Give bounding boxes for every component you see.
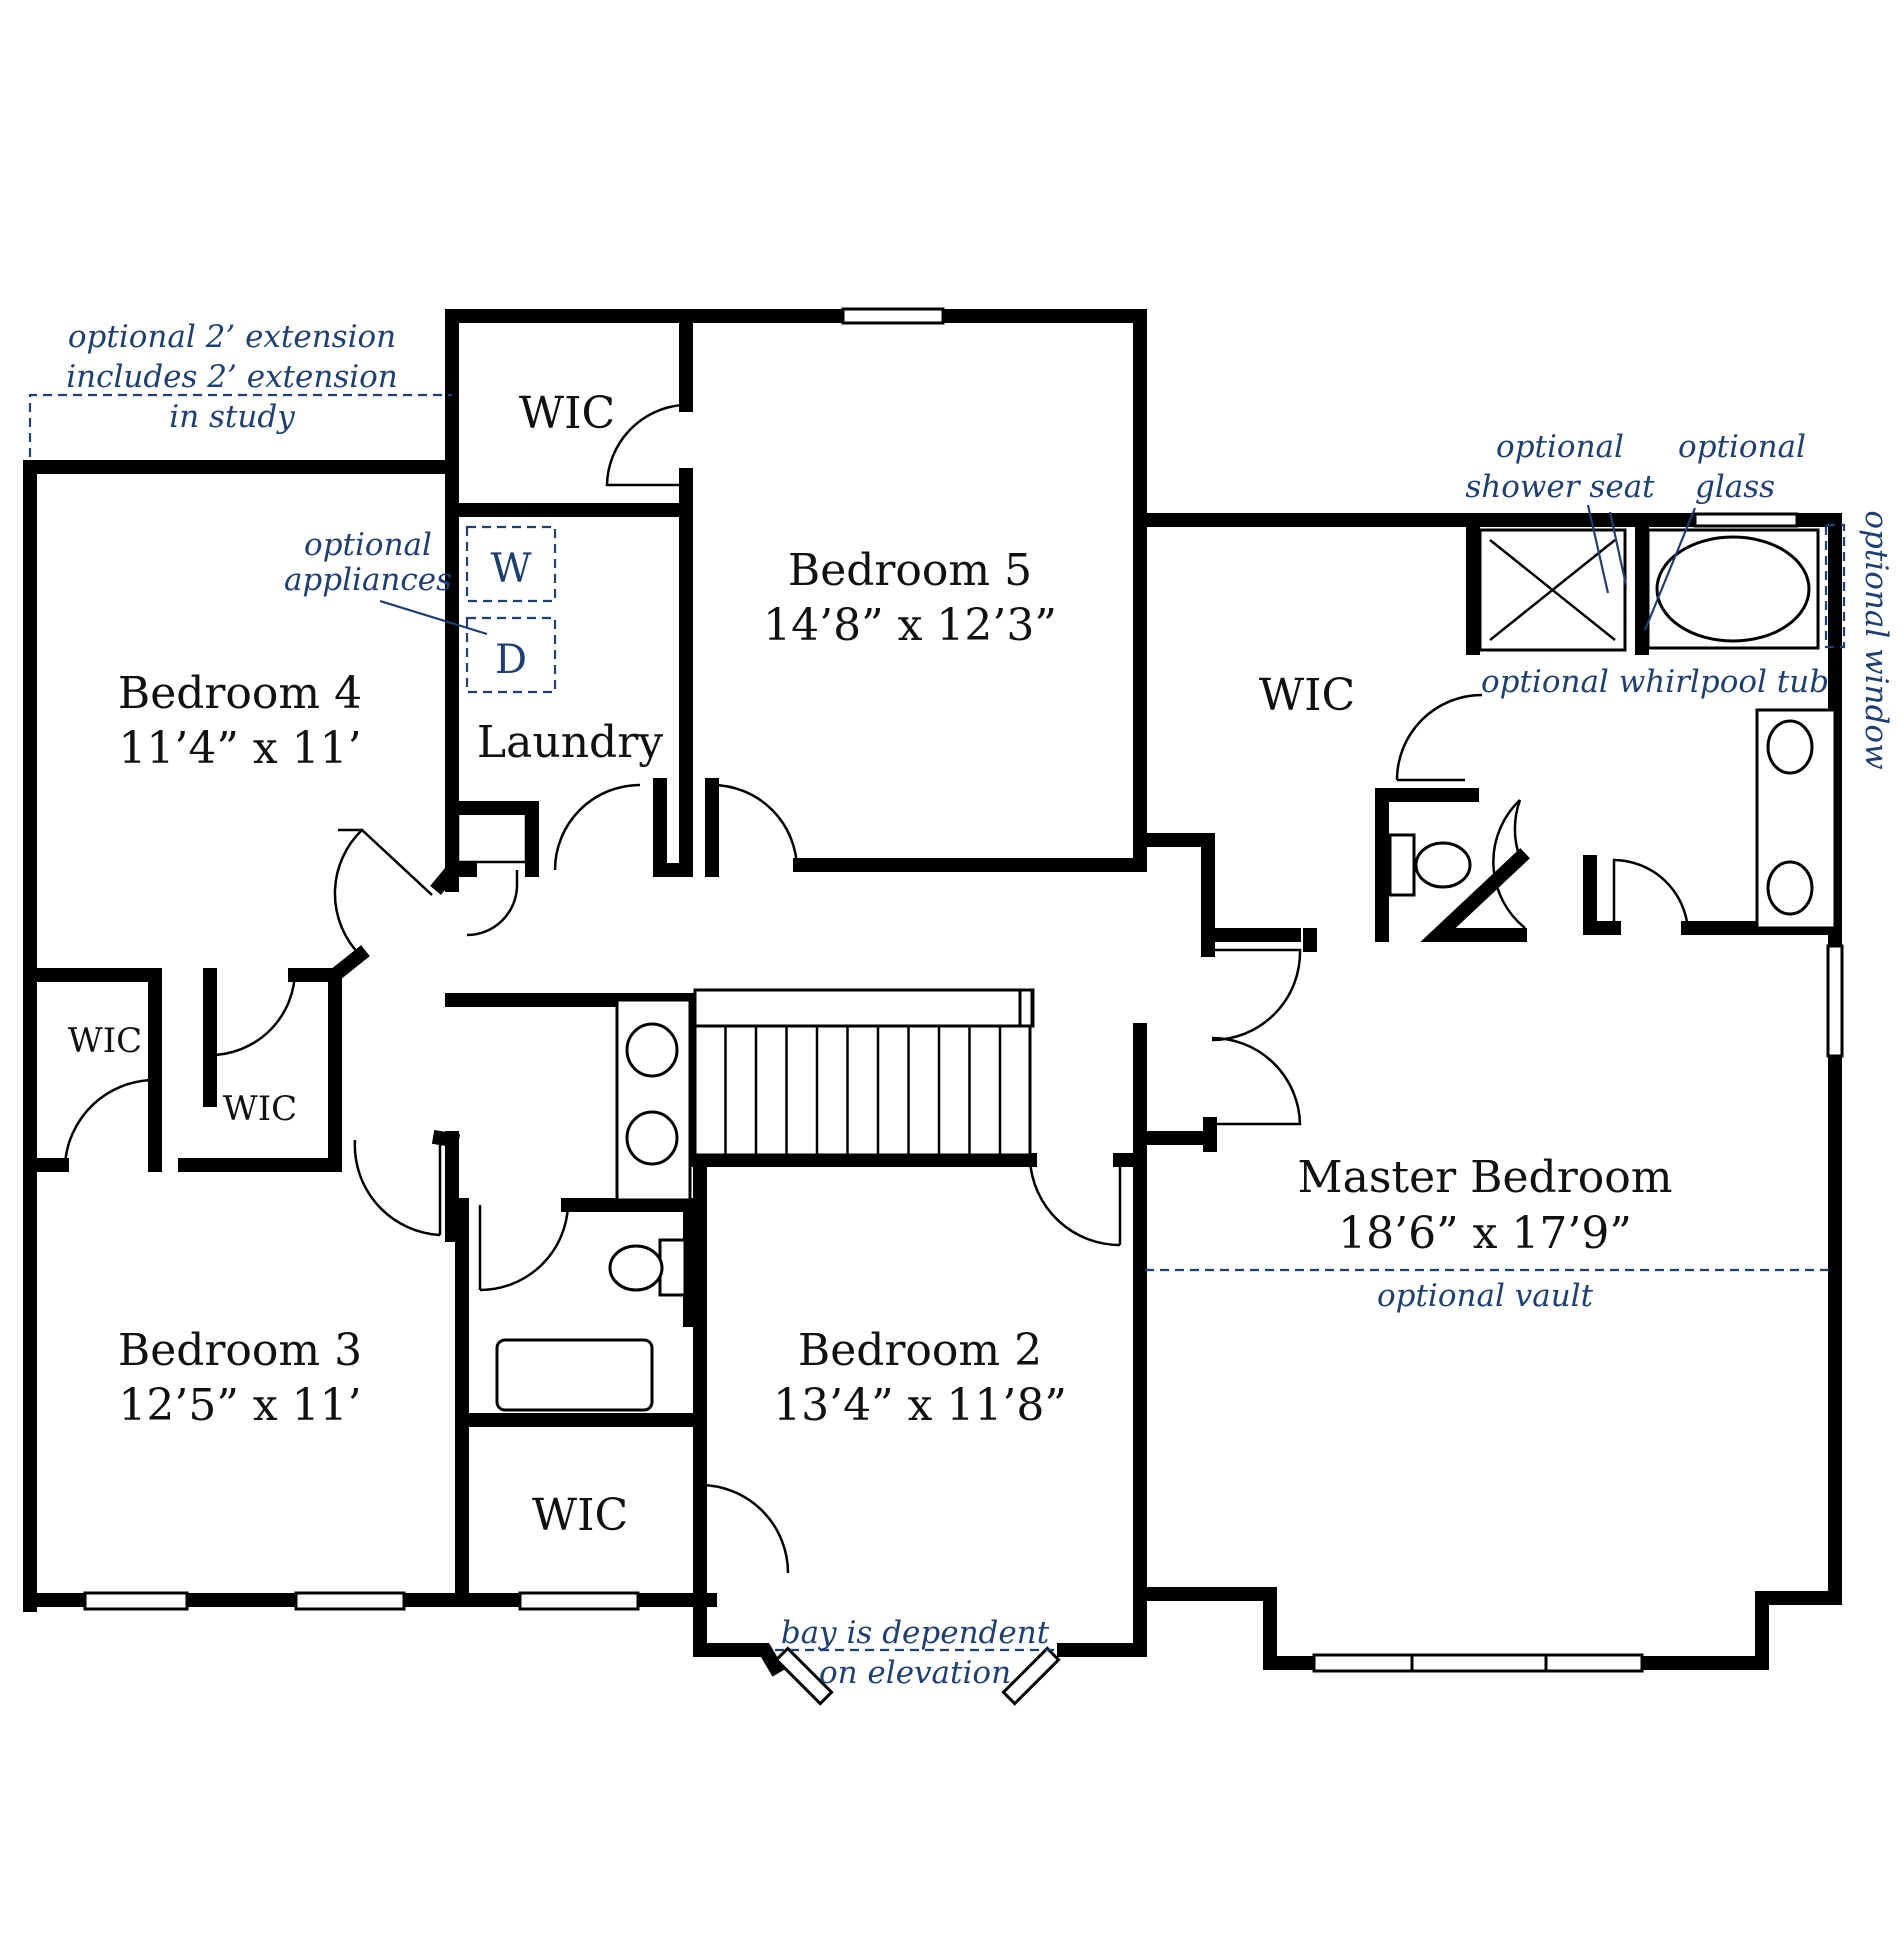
- fixtures: [456, 528, 1837, 1412]
- dryer-label: D: [495, 637, 527, 683]
- master-bedroom-name: Master Bedroom: [1298, 1152, 1673, 1203]
- vault-note: optional vault: [1377, 1278, 1594, 1314]
- dryer-box: [465, 616, 557, 694]
- wic-top-label: WIC: [519, 388, 615, 439]
- bedroom5-dims: 14’8” x 12’3”: [763, 600, 1057, 651]
- bay-note-line2: on elevation: [819, 1655, 1011, 1691]
- wic-left-b-label: WIC: [223, 1089, 297, 1129]
- bedroom5-name: Bedroom 5: [788, 545, 1032, 596]
- shower-seat-note-line1: optional: [1496, 429, 1624, 465]
- bedroom3-dims: 12’5” x 11’: [118, 1380, 361, 1431]
- laundry-name: Laundry: [477, 717, 663, 768]
- option-notes: optional 2’ extension includes 2’ extens…: [66, 319, 1894, 1691]
- master-bedroom-dims: 18’6” x 17’9”: [1338, 1208, 1632, 1259]
- appliances-note-line2: appliances: [284, 562, 452, 598]
- optional-features: [28, 393, 1846, 1652]
- room-labels: Bedroom 5 14’8” x 12’3” Bedroom 4 11’4” …: [68, 388, 1673, 1541]
- whirlpool-note: optional whirlpool tub: [1481, 664, 1829, 700]
- windows: [83, 307, 1844, 1706]
- wic-bed2-label: WIC: [532, 1490, 628, 1541]
- extension-note-line2: includes 2’ extension: [66, 359, 398, 395]
- window-note: optional window: [1858, 510, 1894, 769]
- glass-note-line1: optional: [1678, 429, 1806, 465]
- washer-box: [465, 525, 557, 603]
- wic-left-a-label: WIC: [68, 1021, 142, 1061]
- bedroom2-name: Bedroom 2: [798, 1325, 1042, 1376]
- bay-note-line1: bay is dependent: [781, 1615, 1050, 1651]
- bedroom4-name: Bedroom 4: [118, 668, 362, 719]
- shower-seat-note-line2: shower seat: [1465, 469, 1655, 505]
- washer-label: W: [490, 546, 531, 592]
- extension-note-line1: optional 2’ extension: [68, 319, 396, 355]
- appliances-note-line1: optional: [304, 527, 432, 563]
- glass-note-line2: glass: [1695, 469, 1775, 505]
- bedroom2-dims: 13’4” x 11’8”: [773, 1380, 1067, 1431]
- extension-note-line3: in study: [169, 399, 295, 435]
- bedroom3-name: Bedroom 3: [118, 1325, 362, 1376]
- doors: [63, 403, 1690, 1574]
- bedroom4-dims: 11’4” x 11’: [118, 723, 361, 774]
- wic-master-label: WIC: [1259, 670, 1355, 721]
